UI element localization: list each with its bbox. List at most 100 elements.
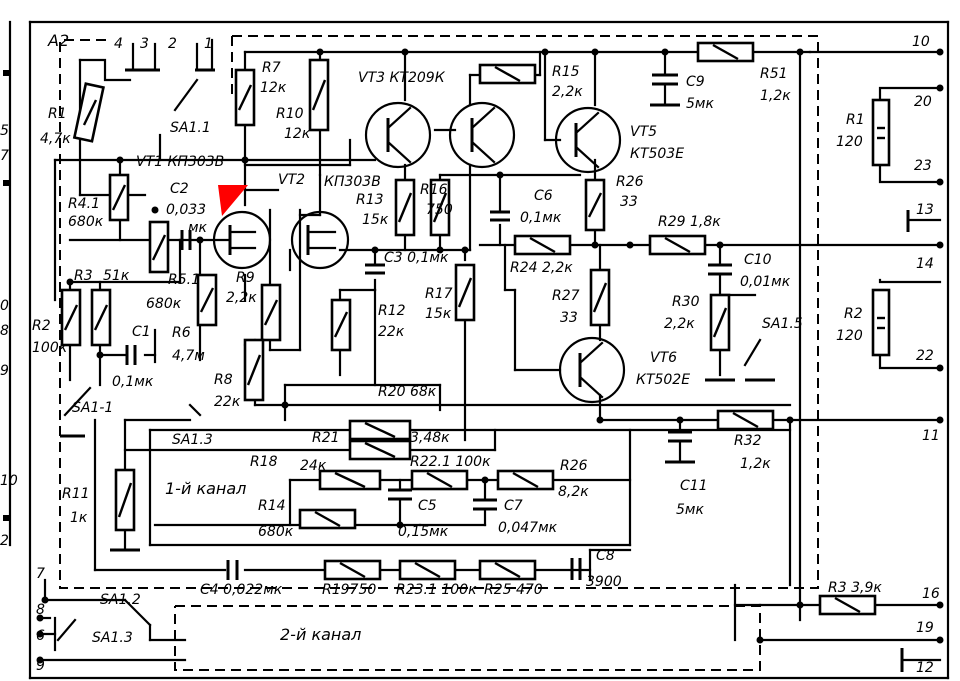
label: 5мк <box>686 96 714 112</box>
label: 12к <box>284 126 311 142</box>
label: C10 <box>744 252 772 268</box>
resistor-r2-load <box>871 288 891 357</box>
label: 22к <box>378 324 405 340</box>
label: 680к <box>258 524 294 540</box>
labels: R1 4,7к R4.1 680к R3 51к R2 100к R5.1 68… <box>32 60 882 646</box>
label: 0,1мк <box>520 210 562 226</box>
pin-label: 22 <box>916 348 934 364</box>
pin-label: 8 <box>36 602 45 618</box>
label: 680к <box>68 214 104 230</box>
label: VT3 КТ209К <box>358 70 446 86</box>
label: C4 0,022мк <box>200 582 283 598</box>
label: 8,2к <box>558 484 589 500</box>
label: КТ503Е <box>630 146 684 162</box>
label: VT2 <box>278 172 305 188</box>
transistor-vt5 <box>554 106 622 174</box>
pin-label: 7 <box>36 566 45 582</box>
label: R18 <box>250 454 278 470</box>
label: R12 <box>378 303 406 319</box>
label: 120 <box>836 134 863 150</box>
label: VT6 <box>650 350 677 366</box>
label: R24 2,2к <box>510 260 573 276</box>
label: 1,2к <box>740 456 771 472</box>
pin-label: 23 <box>914 158 932 174</box>
label: R30 <box>672 294 700 310</box>
top-pin-label: 2 <box>168 36 177 52</box>
switch-label: SA1-1 <box>72 400 113 416</box>
pin-label: 11 <box>922 428 940 444</box>
label: C6 <box>534 188 553 204</box>
transistor-vt4 <box>448 101 516 169</box>
switch-label: SA1.3 <box>172 432 213 448</box>
label: R4.1 <box>68 196 100 212</box>
label: C7 <box>504 498 523 514</box>
label: 680к <box>146 296 182 312</box>
right-connector: 10 20 23 13 14 22 11 16 19 12 <box>912 34 940 676</box>
label: VT1 КП303В <box>136 154 224 170</box>
label: 3,48к <box>410 430 450 446</box>
label: R1 <box>846 112 865 128</box>
pin-label: 20 <box>914 94 932 110</box>
pin-label: 6 <box>36 628 45 644</box>
label: 2,2к <box>552 84 583 100</box>
label: КТ502Е <box>636 372 690 388</box>
label: 33 <box>620 194 638 210</box>
label: R2 <box>32 318 51 334</box>
label: 5мк <box>676 502 704 518</box>
label: R7 <box>262 60 281 76</box>
label: C3 0,1мк <box>384 250 449 266</box>
transistor-vt3 <box>364 101 432 169</box>
label: 1к <box>70 510 88 526</box>
transistor-vt1 <box>212 210 272 270</box>
pin-label: 13 <box>916 202 934 218</box>
pin-label: 12 <box>916 660 934 676</box>
transistor-vt6 <box>558 336 626 404</box>
left-edge-fragment: 5 7 0 8 9 10 2 <box>0 20 18 549</box>
label: R32 <box>734 433 762 449</box>
transistors <box>212 101 626 404</box>
edge-pin-label: 5 <box>0 123 9 139</box>
label: R21 <box>312 430 340 446</box>
label: мк <box>188 220 208 236</box>
label: R6 <box>172 325 191 341</box>
label: R23.1 100к <box>396 582 477 598</box>
label: R29 1,8к <box>658 214 721 230</box>
label: VT5 <box>630 124 657 140</box>
board-label: A2 <box>47 31 69 50</box>
label: 2,2к <box>226 290 257 306</box>
label: 0,033 <box>166 202 206 218</box>
transistor-vt2 <box>290 210 350 270</box>
label: 24к <box>300 458 327 474</box>
label: C1 <box>132 324 151 340</box>
label: R10 <box>276 106 304 122</box>
channel-label: 1-й канал <box>165 479 246 498</box>
label: 22к <box>214 394 241 410</box>
junctions <box>36 48 944 664</box>
label: 120 <box>836 328 863 344</box>
label: 4,7к <box>40 131 71 147</box>
switch-label: SA1.3 <box>92 630 133 646</box>
edge-pin-label: 9 <box>0 363 9 379</box>
top-pin-label: 1 <box>204 36 213 52</box>
edge-pin-label: 2 <box>0 533 9 549</box>
pointer-marker <box>218 185 248 216</box>
edge-pin-label: 10 <box>0 473 18 489</box>
label: 15к <box>362 212 389 228</box>
bottom-left-connector: 7 8 6 9 <box>36 566 45 674</box>
resistor-r1-load <box>871 98 891 167</box>
edge-pin-label: 8 <box>0 323 9 339</box>
resistor-marks <box>63 43 885 614</box>
switch-label: SA1.1 <box>170 120 211 136</box>
label: R17 <box>425 286 453 302</box>
label: R26 <box>616 174 644 190</box>
label: 4,7м <box>172 348 205 364</box>
label: R5.1 <box>168 272 200 288</box>
label: R11 <box>62 486 90 502</box>
label: R14 <box>258 498 286 514</box>
label: 0,047мк <box>498 520 558 536</box>
label: 0,1мк <box>112 374 154 390</box>
pin-label: 19 <box>916 620 934 636</box>
pin-label: 14 <box>916 256 934 272</box>
label: R19750 <box>322 582 376 598</box>
